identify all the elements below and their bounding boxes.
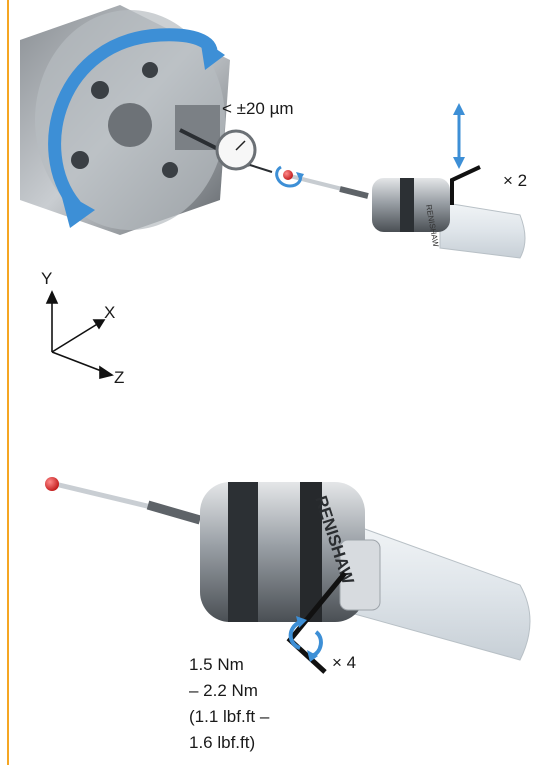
quantity-top-label: × 2 xyxy=(503,171,528,190)
top-stylus xyxy=(283,170,369,199)
rotation-arrow-icon xyxy=(48,28,225,228)
runout-label: < ±20 µm xyxy=(222,99,294,118)
quantity-bottom-label: × 4 xyxy=(332,653,357,672)
axis-triad xyxy=(45,290,114,380)
axis-x-label: X xyxy=(104,303,116,322)
torque-line-1: 1.5 Nm xyxy=(189,655,244,674)
bottom-probe: RENISHAW xyxy=(200,482,531,661)
torque-spec: 1.5 Nm – 2.2 Nm (1.1 lbf.ft – 1.6 lbf.ft… xyxy=(189,652,269,756)
torque-line-2: – 2.2 Nm xyxy=(189,681,258,700)
spin-arrow-icon xyxy=(275,165,304,188)
tighten-arrow-icon xyxy=(288,620,323,658)
margin-rule xyxy=(7,0,9,765)
torque-line-4: 1.6 lbf.ft) xyxy=(189,733,256,752)
hex-key-icon xyxy=(450,165,481,205)
axis-y-label: Y xyxy=(41,269,53,288)
adjust-arrow-icon xyxy=(453,103,465,169)
bottom-stylus xyxy=(45,477,202,525)
top-probe: RENISHAW xyxy=(372,178,526,259)
dial-indicator xyxy=(179,128,273,173)
torque-line-3: (1.1 lbf.ft – xyxy=(189,707,270,726)
axis-z-label: Z xyxy=(114,368,125,387)
